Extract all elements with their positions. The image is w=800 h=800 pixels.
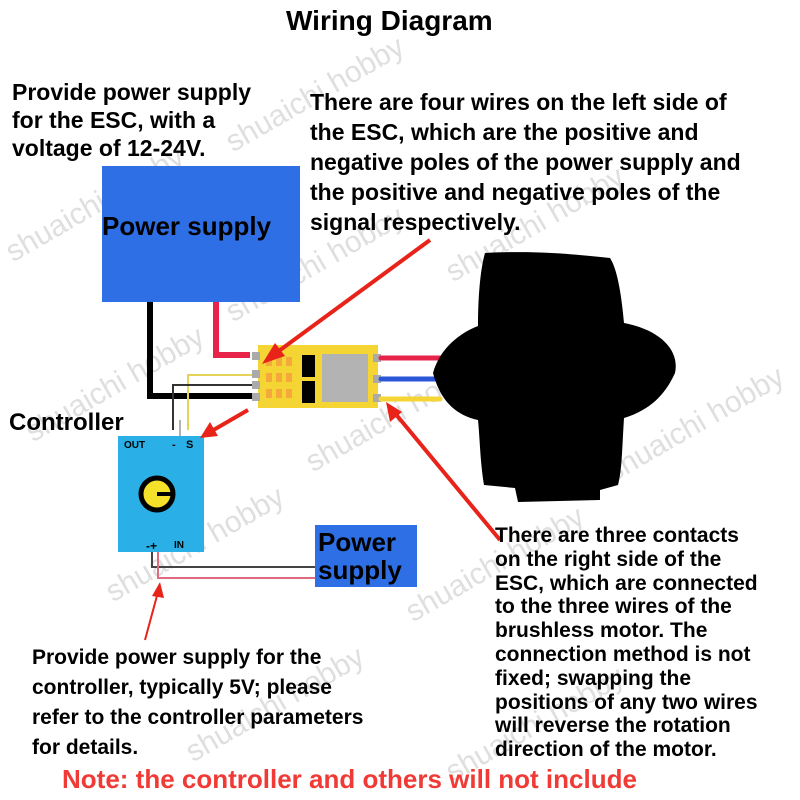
arrowhead: [386, 402, 402, 422]
brushless-motor: [433, 252, 676, 502]
arrow-to-controller: [208, 408, 250, 434]
note-line: on the right side of the: [495, 547, 722, 571]
controller-minus-label: -: [172, 439, 176, 451]
note-line: voltage of 12-24V.: [12, 135, 206, 161]
note-line: controller, typically 5V; please: [32, 676, 332, 699]
note-esc-left-wires: There are four wires on the left side of…: [310, 87, 741, 237]
note-line: connection method is not: [495, 642, 751, 666]
note-line: will reverse the rotation: [495, 714, 731, 738]
arrow-to-controller-power: [144, 591, 159, 641]
note-line: signal respectively.: [310, 209, 521, 235]
note-line: ESC, which are connected: [495, 571, 758, 595]
controller-negative-wire: [151, 552, 316, 568]
controller-s-label: S: [186, 439, 194, 451]
small-power-supply-label: Power supply: [318, 528, 402, 584]
note-line: Provide power supply: [12, 79, 251, 105]
note-line: the positive and negative poles of the: [310, 179, 721, 205]
note-line: There are four wires on the left side of: [310, 89, 727, 115]
signal-wire-black: [172, 384, 252, 430]
controller-positive-wire: [157, 552, 316, 579]
arrow-to-esc-left: [270, 238, 432, 358]
note-esc-right-contacts: There are three contacts on the right si…: [495, 524, 758, 762]
controller-out-label: OUT: [124, 440, 146, 451]
esc-pin: [252, 370, 260, 378]
esc-module: [322, 354, 368, 402]
label-line: supply: [318, 555, 402, 585]
controller-label: Controller: [9, 409, 124, 436]
footer-note: Note: the controller and others will not…: [62, 764, 637, 794]
note-line: There are three contacts: [495, 524, 739, 547]
label-line: Power: [318, 527, 397, 557]
note-line: the ESC, which are the positive and: [310, 119, 699, 145]
note-line: Provide power supply for the: [32, 646, 322, 669]
note-power-supply-voltage: Provide power supply for the ESC, with a…: [12, 78, 251, 162]
note-line: negative poles of the power supply and: [310, 149, 741, 175]
power-negative-wire: [147, 302, 252, 399]
note-line: brushless motor. The: [495, 619, 708, 643]
esc-pads: [266, 357, 292, 398]
arrowhead: [262, 343, 285, 364]
power-positive-wire: [213, 302, 250, 358]
arrow-to-esc-right: [392, 410, 502, 542]
esc-chip: [302, 355, 315, 377]
esc-pin: [252, 381, 260, 389]
note-line: for details.: [32, 736, 139, 759]
note-line: to the three wires of the: [495, 595, 732, 619]
signal-wire-yellow: [187, 374, 252, 430]
main-power-supply-label: Power supply: [102, 211, 272, 241]
arrows: [144, 238, 502, 641]
esc-pin: [252, 393, 260, 401]
small-power-supply-box: [315, 525, 417, 587]
esc-pin: [252, 352, 260, 360]
esc-pin: [373, 354, 381, 362]
controller-in-pins-label: -+: [146, 539, 158, 553]
esc-chip: [302, 381, 315, 403]
arrowhead: [152, 582, 164, 598]
note-line: for the ESC, with a: [12, 107, 216, 133]
note-line: fixed; swapping the: [495, 666, 692, 690]
esc-pin: [373, 375, 381, 383]
arrowhead: [200, 422, 218, 438]
note-line: positions of any two wires: [495, 690, 758, 714]
esc-pin: [373, 394, 381, 402]
controller-in-label: IN: [174, 540, 184, 551]
main-power-supply-box: [102, 166, 300, 302]
note-line: direction of the motor.: [495, 738, 717, 762]
note-controller-power: Provide power supply for the controller,…: [32, 643, 363, 763]
diagram-title: Wiring Diagram: [286, 5, 493, 36]
note-line: refer to the controller parameters: [32, 706, 364, 729]
